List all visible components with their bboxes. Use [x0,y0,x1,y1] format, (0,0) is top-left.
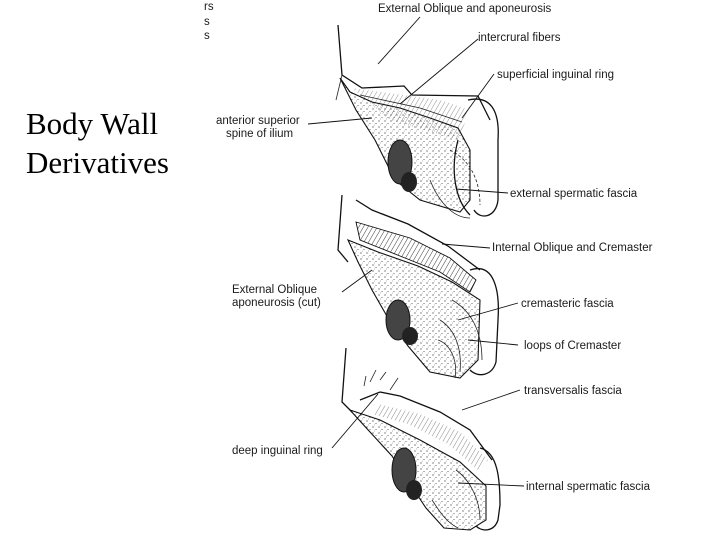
panel-middle-illustration [337,194,499,379]
label-transversalis-fascia: transversalis fascia [524,385,622,397]
label-asis-line-1: anterior superior [216,115,300,127]
slide-title: Body Wall Derivatives [26,104,206,182]
label-ext-oblique-cut-line-1: External Oblique [232,284,317,296]
label-cremasteric-fascia: cremasteric fascia [521,298,614,310]
panel-deep-illustration [341,347,501,531]
label-external-oblique: External Oblique and aponeurosis [378,3,552,15]
label-deep-inguinal-ring: deep inguinal ring [232,445,323,457]
fragment-3: s [204,30,210,42]
label-ext-oblique-cut-line-2: aponeurosis (cut) [232,297,321,309]
fragment-1: rs [204,1,214,13]
fragment-2: s [204,16,210,28]
label-superficial-inguinal-ring: superficial inguinal ring [497,69,614,81]
cropped-label-fragments: rs s s [204,1,214,42]
title-line-2: Derivatives [26,145,169,180]
label-internal-spermatic-fascia: internal spermatic fascia [526,481,651,493]
panel-superficial-illustration [335,24,499,219]
label-intercrural-fibers: intercrural fibers [478,32,561,44]
label-internal-oblique-cremaster: Internal Oblique and Cremaster [492,242,653,254]
leader-lines [307,16,525,487]
label-asis-line-2: spine of ilium [226,128,293,140]
label-loops-of-cremaster: loops of Cremaster [524,340,621,352]
figure-labels: External Oblique and aponeurosis intercr… [216,3,653,493]
label-external-spermatic-fascia: external spermatic fascia [510,188,638,200]
title-line-1: Body Wall [26,106,159,141]
